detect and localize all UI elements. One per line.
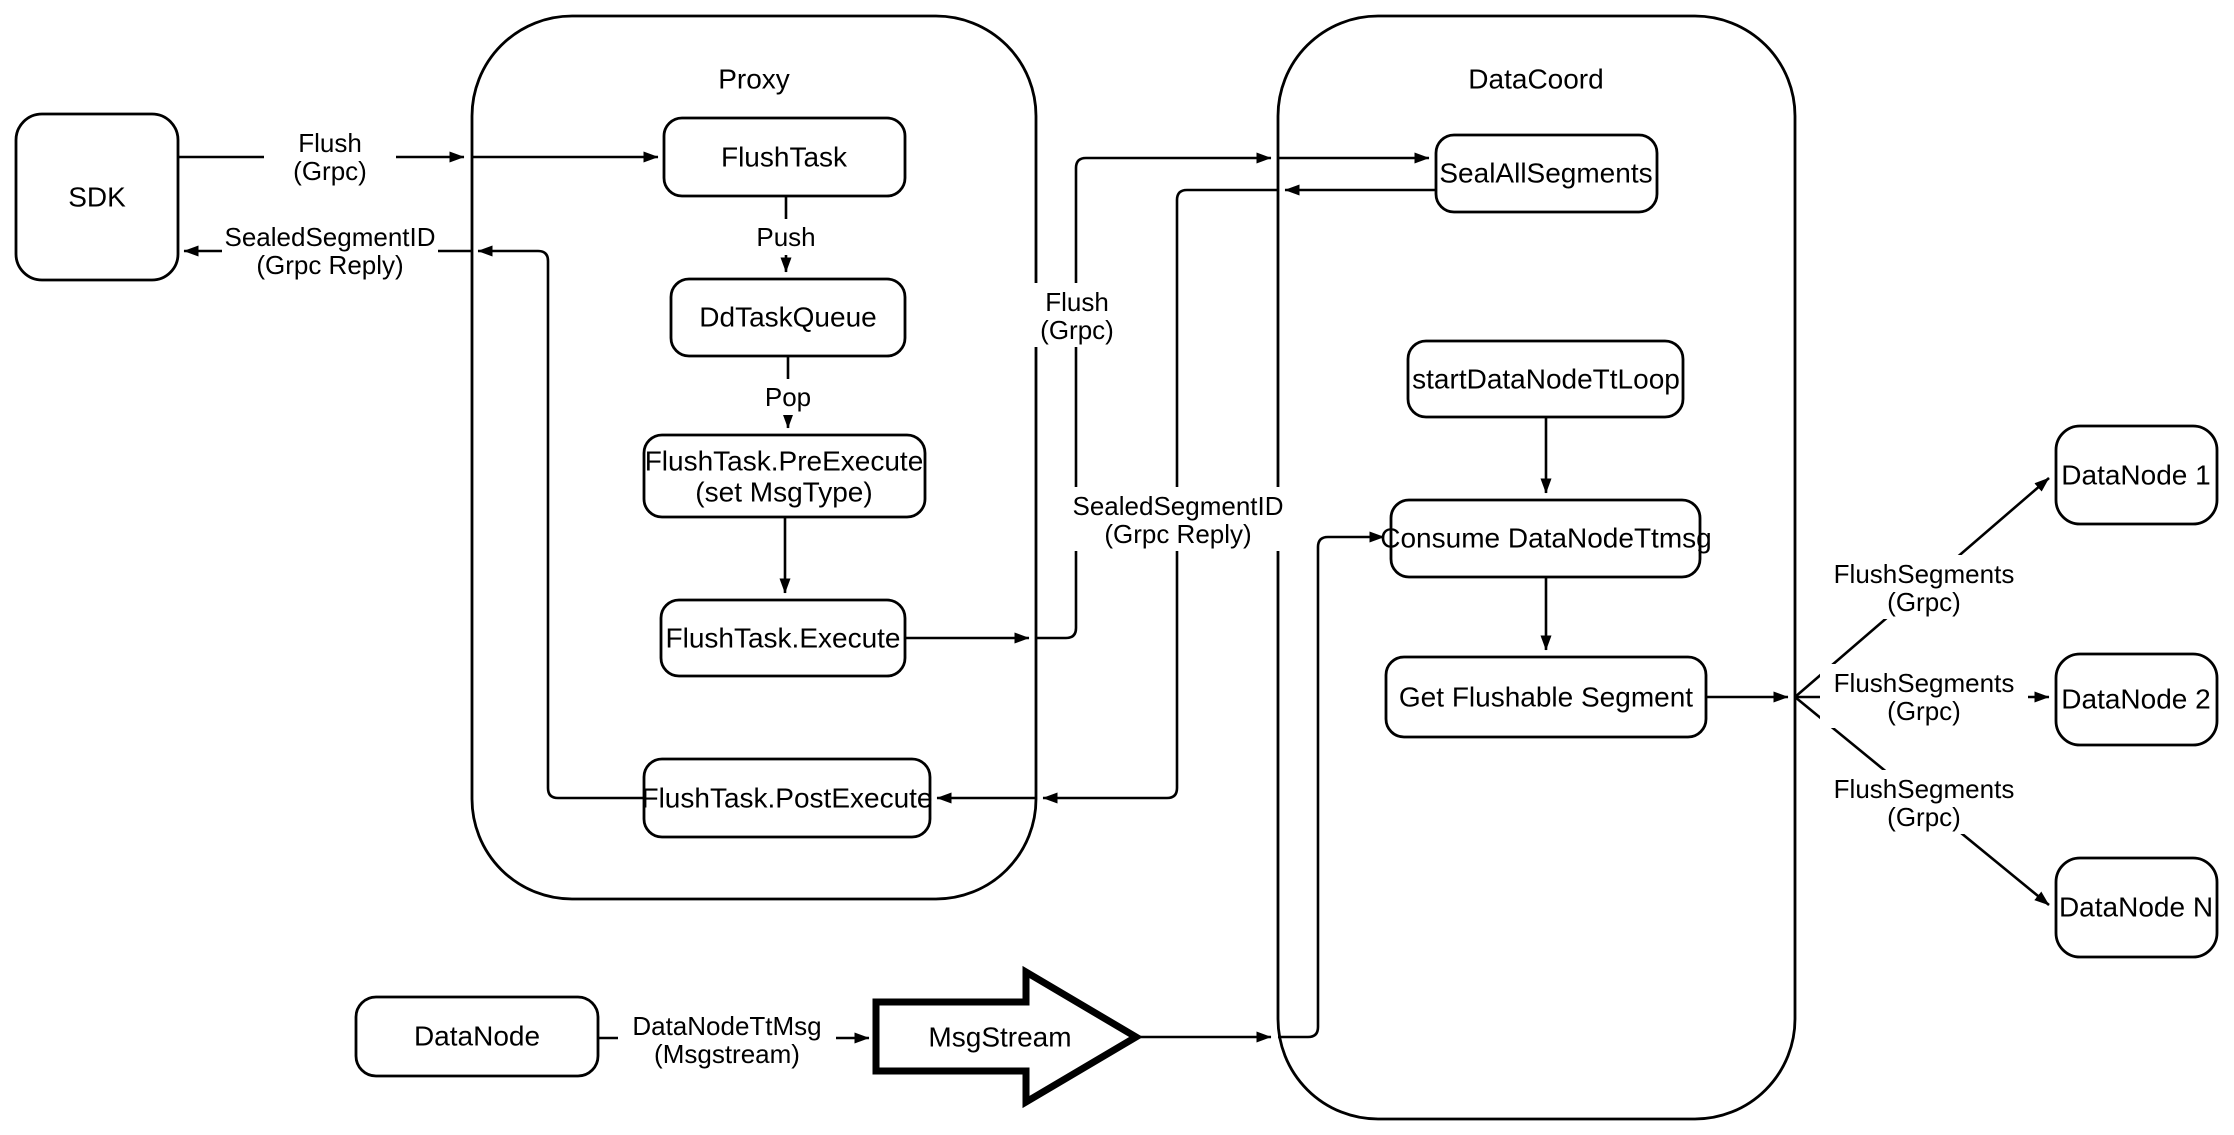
label-sdk-flush: Flush (Grpc) — [264, 122, 396, 186]
label-bg — [1014, 283, 1140, 347]
label-proxy-reply: SealedSegmentID (Grpc Reply) — [1070, 487, 1286, 551]
preexecute-label-line2: (set MsgType) — [695, 477, 872, 508]
sdk-reply-label-line1: SealedSegmentID — [224, 222, 435, 252]
preexecute-label-line1: FlushTask.PreExecute — [645, 446, 924, 477]
flushsegments2-label-line2: (Grpc) — [1887, 696, 1961, 726]
datanode1-box — [2054, 424, 2219, 526]
execute-label: FlushTask.Execute — [666, 623, 901, 654]
sdk-flush-label-line2: (Grpc) — [293, 156, 367, 186]
label-flushsegments-2: FlushSegments (Grpc) — [1820, 664, 2028, 728]
msgstream-label: MsgStream — [928, 1022, 1071, 1053]
ddtaskqueue-node: DdTaskQueue — [669, 277, 907, 358]
sdk-node: SDK — [14, 112, 180, 282]
datanode-bottom-label: DataNode — [414, 1021, 540, 1052]
flushsegments2-label-line1: FlushSegments — [1834, 668, 2015, 698]
datanode2-node: DataNode 2 — [2054, 652, 2219, 747]
label-sdk-reply: SealedSegmentID (Grpc Reply) — [222, 220, 438, 282]
label-flushsegments-3: FlushSegments (Grpc) — [1820, 770, 2028, 834]
datanoden-box — [2054, 856, 2219, 959]
label-bg — [222, 220, 438, 282]
startdatanodettloop-label: startDataNodeTtLoop — [1412, 364, 1680, 395]
flushtask-node: FlushTask — [662, 116, 907, 198]
getflushablesegment-node: Get Flushable Segment — [1384, 655, 1708, 739]
label-pop: Pop — [756, 379, 820, 415]
consumedatanodettmsg-node: Consume DataNodeTtmsg — [1380, 498, 1712, 579]
label-bg — [1820, 664, 2028, 728]
datanodettmsg-label-line1: DataNodeTtMsg — [632, 1011, 821, 1041]
label-flushsegments-1: FlushSegments (Grpc) — [1820, 555, 2028, 619]
label-bg — [756, 379, 820, 415]
datacoord-title: DataCoord — [1468, 64, 1603, 95]
proxy-flush-label-line2: (Grpc) — [1040, 315, 1114, 345]
datacoord-container — [1276, 14, 1797, 1121]
label-proxy-flush: Flush (Grpc) — [1014, 283, 1140, 347]
datanoden-node: DataNode N — [2054, 856, 2219, 959]
startdatanodettloop-node: startDataNodeTtLoop — [1406, 339, 1685, 419]
preexecute-box — [642, 433, 927, 519]
edge-flush-up-to-datacoord — [1036, 152, 1272, 640]
label-bg — [1820, 555, 2028, 619]
edge-postexecute-to-proxy-edge — [477, 245, 644, 800]
flushsegments3-label-line2: (Grpc) — [1887, 802, 1961, 832]
label-push: Push — [750, 219, 822, 255]
flushsegments1-label-line2: (Grpc) — [1887, 587, 1961, 617]
edge-up-to-consume — [1278, 531, 1385, 1039]
label-bg — [1070, 487, 1286, 551]
flushsegments3-label-line1: FlushSegments — [1834, 774, 2015, 804]
consumedatanodettmsg-box — [1389, 498, 1702, 579]
proxy-flush-label-line1: Flush — [1045, 287, 1109, 317]
datanode-bottom-node: DataNode — [354, 995, 600, 1078]
datanode2-box — [2054, 652, 2219, 747]
sealallsegments-label: SealAllSegments — [1439, 158, 1652, 189]
getflushablesegment-box — [1384, 655, 1708, 739]
datanode1-node: DataNode 1 — [2054, 424, 2219, 526]
proxy-title: Proxy — [718, 64, 790, 95]
postexecute-box — [642, 757, 932, 839]
proxy-container — [470, 14, 1038, 901]
execute-node: FlushTask.Execute — [659, 598, 907, 678]
flushtask-label: FlushTask — [721, 142, 848, 173]
postexecute-node: FlushTask.PostExecute — [641, 757, 933, 839]
ddtaskqueue-label: DdTaskQueue — [699, 302, 876, 333]
label-datanodettmsg: DataNodeTtMsg (Msgstream) — [618, 1007, 836, 1069]
sdk-flush-label-line1: Flush — [298, 128, 362, 158]
label-bg — [750, 219, 822, 255]
sdk-box — [14, 112, 180, 282]
consumedatanodettmsg-label: Consume DataNodeTtmsg — [1380, 523, 1711, 554]
postexecute-label: FlushTask.PostExecute — [641, 783, 932, 814]
label-bg — [618, 1007, 836, 1069]
msgstream-node: MsgStream — [872, 965, 1143, 1109]
getflushablesegment-label: Get Flushable Segment — [1399, 682, 1693, 713]
ddtaskqueue-box — [669, 277, 907, 358]
push-label: Push — [756, 222, 815, 252]
startdatanodettloop-box — [1406, 339, 1685, 419]
sealallsegments-node: SealAllSegments — [1434, 133, 1659, 214]
datanodettmsg-label-line2: (Msgstream) — [654, 1039, 800, 1069]
label-bg — [1820, 770, 2028, 834]
datanode1-label: DataNode 1 — [2061, 460, 2210, 491]
proxy-reply-label-line2: (Grpc Reply) — [1104, 519, 1251, 549]
datanode-bottom-box — [354, 995, 600, 1078]
flushsegments1-label-line1: FlushSegments — [1834, 559, 2015, 589]
sdk-label: SDK — [68, 182, 126, 213]
sdk-reply-label-line2: (Grpc Reply) — [256, 250, 403, 280]
flushtask-box — [662, 116, 907, 198]
datanode2-label: DataNode 2 — [2061, 684, 2210, 715]
proxy-reply-label-line1: SealedSegmentID — [1072, 491, 1283, 521]
msgstream-block-arrow — [872, 965, 1143, 1109]
datanoden-label: DataNode N — [2059, 892, 2213, 923]
label-bg — [264, 122, 396, 182]
pop-label: Pop — [765, 382, 811, 412]
sealallsegments-box — [1434, 133, 1659, 214]
preexecute-node: FlushTask.PreExecute (set MsgType) — [642, 433, 927, 519]
execute-box — [659, 598, 907, 678]
